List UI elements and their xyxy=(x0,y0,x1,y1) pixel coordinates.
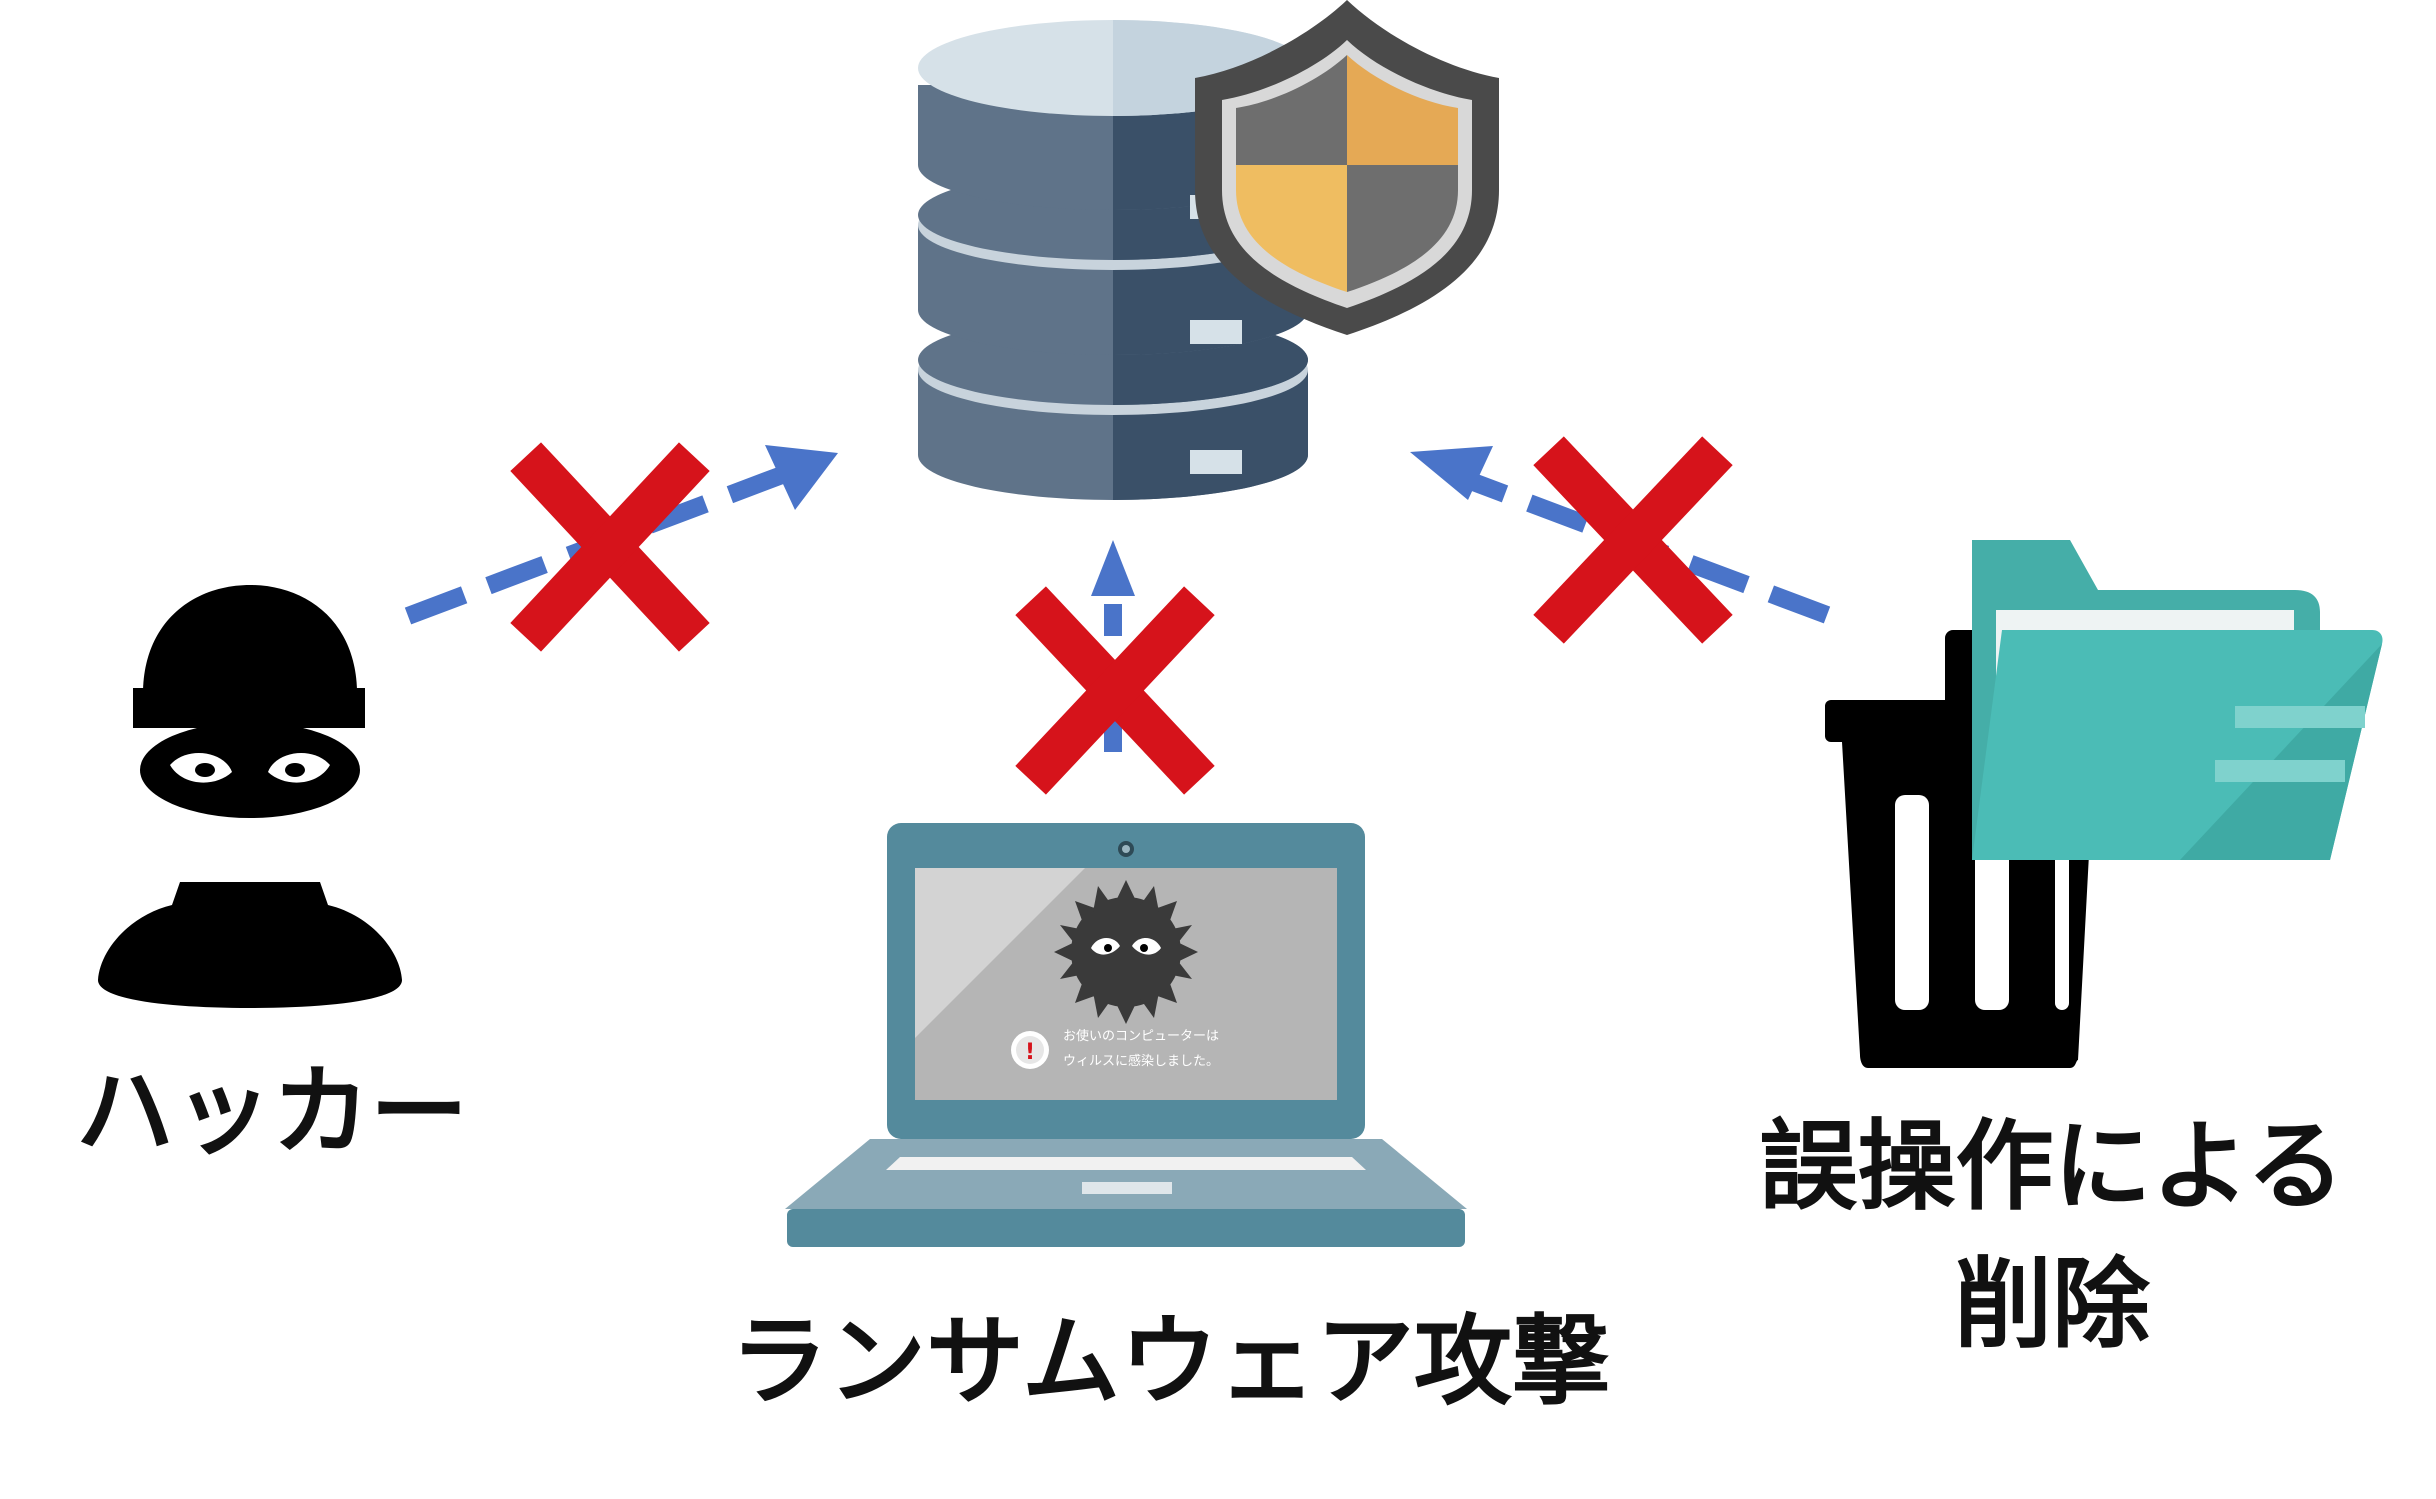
deletion-label-line1: 誤操作による xyxy=(1759,1110,2344,1224)
virus-icon xyxy=(1054,880,1198,1024)
red-x-cross-icon xyxy=(1015,586,1215,795)
deletion-label-line2: 削除 xyxy=(1954,1248,2151,1362)
warning-symbol: ! xyxy=(1025,1040,1035,1065)
hacker-label: ハッカー xyxy=(76,1055,468,1169)
virus-warning: ! お使いのコンピューターは ウィルスに感染しました。 xyxy=(1011,1028,1219,1069)
ransomware-label: ランサムウェア攻撃 xyxy=(730,1305,1610,1419)
red-x-cross-icon xyxy=(1533,436,1733,644)
burglar-icon xyxy=(98,585,402,1008)
shield-icon xyxy=(1195,0,1499,335)
screen-message-line2: ウィルスに感染しました。 xyxy=(1063,1053,1219,1069)
folder-icon xyxy=(1972,540,2383,860)
infected-laptop-icon xyxy=(785,823,1467,1247)
red-x-cross-icon xyxy=(510,442,710,652)
screen-message-line1: お使いのコンピューターは xyxy=(1063,1028,1219,1044)
